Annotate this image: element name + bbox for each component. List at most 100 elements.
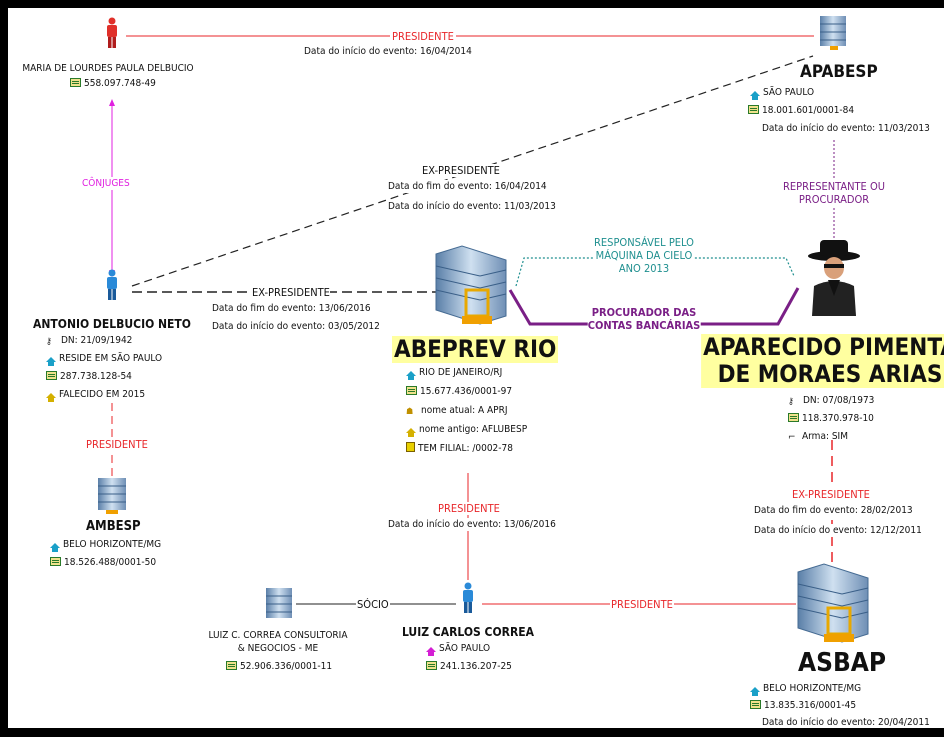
person-status: FALECIDO EM 2015 (46, 388, 146, 402)
link-label-representante: REPRESENTANTE OU PROCURADOR (783, 180, 885, 206)
link-label-presidente: PRESIDENTE (610, 598, 674, 611)
cnpj-value: 18.001.601/0001-84 (762, 105, 855, 116)
current-name-value: nome atual: A APRJ (421, 405, 508, 416)
link-label-cielo: RESPONSÁVEL PELO MÁQUINA DA CIELO ANO 20… (594, 236, 694, 275)
location-icon (46, 357, 56, 366)
link-event-start: Data do início do evento: 03/05/2012 (212, 321, 380, 332)
document-icon (70, 78, 81, 87)
person-icon[interactable] (107, 17, 117, 49)
link-event-end: Data do fim do evento: 28/02/2013 (754, 504, 913, 517)
company-name-apabesp[interactable]: APABESP (800, 62, 878, 82)
person-name-antonio[interactable]: ANTONIO DELBUCIO NETO (33, 317, 191, 331)
person-icon[interactable] (107, 269, 117, 301)
old-name-icon (406, 428, 416, 437)
building-icon[interactable] (797, 563, 869, 643)
company-city: RIO DE JANEIRO/RJ (406, 366, 503, 380)
building-icon[interactable] (435, 245, 507, 325)
person-name-maria[interactable]: MARIA DE LOURDES PAULA DELBUCIO (22, 63, 194, 74)
warning-icon (46, 393, 56, 402)
link-label-ex-presidente: EX-PRESIDENTE (422, 164, 500, 177)
company-city: BELO HORIZONTE/MG (50, 538, 162, 552)
link-label-procurador: PROCURADOR DAS CONTAS BANCÁRIAS (587, 306, 701, 332)
spy-icon[interactable] (808, 240, 860, 316)
weapon-value: Arma: SIM (802, 431, 848, 442)
link-antonio-apabesp[interactable] (131, 55, 814, 287)
city-value: BELO HORIZONTE/MG (63, 539, 162, 550)
link-event-date: Data do início do evento: 13/06/2016 (388, 518, 556, 531)
cpf-value: 287.738.128-54 (60, 371, 132, 382)
branch-value: TEM FILIAL: /0002-78 (418, 443, 513, 454)
link-label-presidente: PRESIDENTE (390, 30, 456, 43)
arrow-up-icon (109, 99, 115, 106)
company-former-name: nome antigo: AFLUBESP (406, 423, 527, 437)
name-line: APARECIDO PIMENTA (703, 333, 944, 361)
location-icon (426, 647, 436, 656)
city-value: RIO DE JANEIRO/RJ (419, 367, 503, 378)
building-icon[interactable] (820, 16, 846, 50)
building-icon[interactable] (98, 478, 126, 514)
document-icon (750, 700, 761, 709)
person-icon[interactable] (463, 582, 473, 614)
person-weapon: ⌐Arma: SIM (788, 430, 848, 443)
person-name-aparecido[interactable]: APARECIDO PIMENTA DE MORAES ARIAS (701, 334, 944, 388)
link-label-line: RESPONSÁVEL PELO (594, 236, 694, 249)
cnpj-value: 13.835.316/0001-45 (764, 700, 857, 711)
company-cnpj: 15.677.436/0001-97 (406, 385, 512, 398)
location-icon (750, 91, 760, 100)
dn-value: DN: 21/09/1942 (61, 335, 133, 346)
link-label-line: CONTAS BANCÁRIAS (587, 319, 701, 332)
person-city: SÃO PAULO (426, 642, 491, 656)
person-cpf: 287.738.128-54 (46, 370, 132, 383)
location-icon (50, 543, 60, 552)
person-residence: RESIDE EM SÃO PAULO (46, 352, 163, 366)
link-label-line: MÁQUINA DA CIELO (595, 249, 693, 262)
company-name-abeprev[interactable]: ABEPREV RIO (392, 335, 559, 363)
branch-icon (406, 442, 415, 452)
residence-value: RESIDE EM SÃO PAULO (59, 353, 163, 364)
city-value: BELO HORIZONTE/MG (763, 683, 862, 694)
name-line: & NEGOCIOS - ME (237, 643, 319, 654)
company-cnpj: 52.906.336/0001-11 (226, 660, 332, 673)
company-name-ambesp[interactable]: AMBESP (86, 519, 141, 534)
link-label-line: ANO 2013 (618, 262, 670, 275)
link-label-line: REPRESENTANTE OU (783, 180, 885, 193)
key-icon: ⚷ (46, 337, 52, 347)
document-icon (788, 413, 799, 422)
location-icon (750, 687, 760, 696)
status-value: FALECIDO EM 2015 (59, 389, 146, 400)
company-branch: TEM FILIAL: /0002-78 (406, 442, 513, 455)
person-dn: ⚷ DN: 21/09/1942 (46, 334, 132, 347)
document-icon (46, 371, 57, 380)
link-event-date: Data do início do evento: 16/04/2014 (304, 46, 472, 57)
document-icon (406, 386, 417, 395)
dn-value: DN: 07/08/1973 (803, 395, 875, 406)
cnpj-value: 15.677.436/0001-97 (420, 386, 513, 397)
person-name-luiz[interactable]: LUIZ CARLOS CORREA (401, 625, 535, 639)
city-value: SÃO PAULO (763, 87, 815, 98)
document-icon (426, 661, 437, 670)
link-label-conjuges: CÔNJUGES (82, 177, 130, 190)
link-label-ex-presidente: EX-PRESIDENTE (792, 488, 870, 501)
person-dn: ⚷DN: 07/08/1973 (788, 394, 874, 407)
document-icon (748, 105, 759, 114)
building-icon[interactable] (266, 588, 292, 618)
company-cnpj: 18.526.488/0001-50 (50, 556, 156, 569)
link-label-line: PROCURADOR DAS (591, 306, 697, 319)
company-city: BELO HORIZONTE/MG (750, 682, 862, 696)
link-label-ex-presidente: EX-PRESIDENTE (252, 286, 330, 299)
cpf-value: 241.136.207-25 (440, 661, 512, 672)
name-line: DE MORAES ARIAS (717, 360, 943, 388)
cnpj-value: 18.526.488/0001-50 (64, 557, 157, 568)
company-name-luiz-consultoria[interactable]: LUIZ C. CORREA CONSULTORIA & NEGOCIOS - … (209, 629, 348, 655)
person-cpf: 241.136.207-25 (426, 660, 512, 673)
company-event-date: Data do início do evento: 11/03/2013 (762, 123, 930, 134)
link-event-start: Data do início do evento: 11/03/2013 (388, 200, 556, 213)
company-name-asbap[interactable]: ASBAP (798, 648, 887, 678)
person-cpf: 558.097.748-49 (70, 77, 156, 90)
city-value: SÃO PAULO (439, 643, 491, 654)
company-event-date: Data do início do evento: 20/04/2011 (762, 717, 930, 728)
link-event-end: Data do fim do evento: 13/06/2016 (212, 303, 371, 314)
link-label-socio: SÓCIO (356, 598, 390, 611)
name-line: LUIZ C. CORREA CONSULTORIA (208, 630, 348, 641)
cpf-value: 118.370.978-10 (802, 413, 874, 424)
